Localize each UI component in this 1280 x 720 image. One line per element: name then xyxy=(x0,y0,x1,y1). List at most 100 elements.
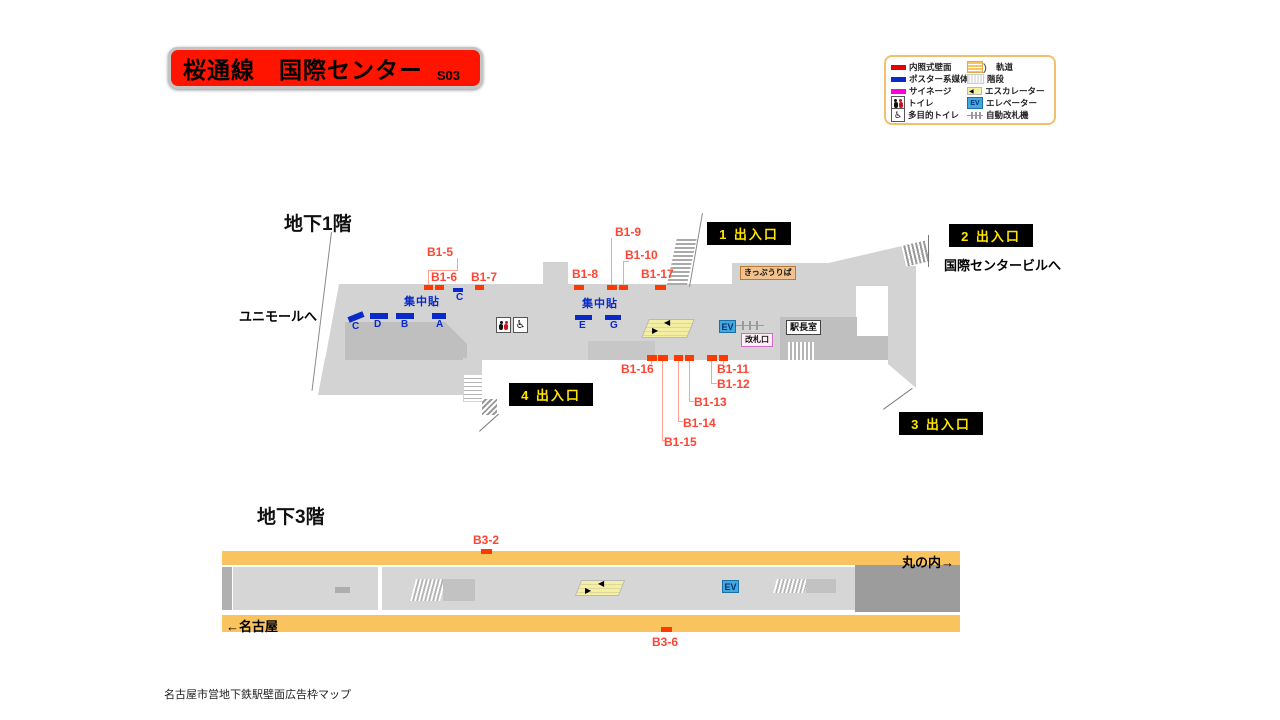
toilet-woman-icon xyxy=(504,320,508,330)
station-title: 桜通線 国際センター xyxy=(183,57,423,83)
leader-line-b1-5 xyxy=(457,258,458,270)
b3-escalator-up-arrow-icon: ◀ xyxy=(598,579,605,588)
accessible-legend-icon: ♿ xyxy=(891,108,905,122)
ad-spot-b1-7 xyxy=(475,285,484,290)
poster-spot-a-0 xyxy=(432,313,446,319)
b3-elevator-icon: EV xyxy=(722,580,739,593)
ad-spot-b1-6 xyxy=(435,285,444,290)
ad-spot-b1-5 xyxy=(424,285,433,290)
map-caption: 名古屋市営地下鉄駅壁面広告枠マップ xyxy=(164,689,351,701)
legend-item-escalator: ◀エスカレーター xyxy=(967,85,1045,97)
escalator-legend-icon: ◀ xyxy=(967,87,982,95)
b1-exit4-lower-stair xyxy=(482,399,497,415)
facility-label-ticket-office: きっぷうりば xyxy=(740,266,796,280)
poster-spot-label-e-1: E xyxy=(579,320,586,331)
poster-spot-g-1 xyxy=(605,315,621,320)
ad-spot-b1-16 xyxy=(647,355,657,361)
b3-tunnel-block xyxy=(855,565,960,612)
magenta-legend-icon xyxy=(891,88,906,94)
facility-label-gate-label: 改札口 xyxy=(741,333,773,347)
ad-spot-label-b1-16: B1-16 xyxy=(621,362,654,376)
poster-spot-label-b-0: B xyxy=(401,319,409,330)
poster-spot-b-0 xyxy=(396,313,414,319)
leader-line-b1-14 xyxy=(678,421,683,422)
ad-spot-label-b1-12: B1-12 xyxy=(717,377,750,391)
ad-spot-b1-14 xyxy=(674,355,683,361)
legend-item-accessible: ♿多目的トイレ xyxy=(891,108,963,122)
ad-spot-b1-9 xyxy=(607,285,617,290)
leader-line-b1-10 xyxy=(623,261,624,285)
ad-spot-b1-17 xyxy=(655,285,666,290)
ad-spot-label-b1-9: B1-9 xyxy=(615,225,642,239)
ad-spot-label-b3-2: B3-2 xyxy=(473,533,500,547)
toilet-icon xyxy=(496,317,511,333)
direction-label-3: ←名古屋 xyxy=(226,619,279,634)
b1-exit2-end-wall xyxy=(928,235,929,267)
direction-label-1: 国際センタービルへ xyxy=(944,258,1062,273)
ad-spot-b1-12 xyxy=(707,355,717,361)
legend-label: ポスター系媒体 xyxy=(909,74,969,84)
legend-item-blue: ポスター系媒体 xyxy=(891,73,969,85)
ad-spot-label-b1-14: B1-14 xyxy=(683,416,716,430)
ticket-gates-icon xyxy=(736,321,764,331)
legend-item-toilet: トイレ xyxy=(891,96,963,110)
legend-label: トイレ xyxy=(908,98,934,108)
ad-spot-label-b1-15: B1-15 xyxy=(664,435,697,449)
b3-platform-sign xyxy=(335,587,350,593)
ad-spot-label-b1-17: B1-17 xyxy=(641,267,674,281)
accessible-toilet-icon: ♿ xyxy=(513,317,528,333)
ad-spot-b1-8 xyxy=(574,285,584,290)
poster-spot-label-a-0: A xyxy=(436,319,444,330)
exit-box-3: 3 出入口 xyxy=(899,412,983,435)
toilet-legend-icon xyxy=(891,96,905,110)
b1-exit4-stair-treads xyxy=(464,375,482,401)
legend-label: 自動改札機 xyxy=(986,110,1029,120)
leader-line-b1-14 xyxy=(678,361,679,422)
legend-label: エレベーター xyxy=(986,98,1038,108)
legend-label: 多目的トイレ xyxy=(908,110,960,120)
leader-line-b1-5 xyxy=(428,270,429,285)
b1-concourse-left-lobe xyxy=(318,358,482,395)
ad-spot-label-b1-13: B1-13 xyxy=(694,395,727,409)
legend-column-left: 内照式壁面ポスター系媒体サイネージトイレ♿多目的トイレ xyxy=(891,61,969,122)
b1-office-stairs xyxy=(788,342,814,360)
legend-label: 内照式壁面 xyxy=(909,62,952,72)
legend-label: 階段 xyxy=(987,74,1005,84)
b1-escalator-down-arrow-icon: ▶ xyxy=(652,326,659,335)
ad-spot-label-b1-11: B1-11 xyxy=(717,362,750,376)
leader-line-b1-13 xyxy=(689,401,694,402)
poster-spot-e-1 xyxy=(575,315,592,320)
b3-stairs1-ramp xyxy=(443,579,475,601)
toilet-man-icon xyxy=(499,320,503,330)
legend-label: 軌道 xyxy=(996,62,1014,72)
leader-line-b1-15 xyxy=(662,361,663,441)
station-title-plate: 桜通線 国際センター S03 xyxy=(168,47,483,89)
direction-label-2: 丸の内→ xyxy=(902,555,955,570)
ad-spot-label-b1-8: B1-8 xyxy=(572,267,599,281)
legend-item-red: 内照式壁面 xyxy=(891,61,963,73)
exit-box-2: 2 出入口 xyxy=(949,224,1033,247)
b3-stairs2-ramp xyxy=(806,579,836,593)
station-code: S03 xyxy=(436,68,460,83)
leader-line-b1-5 xyxy=(428,270,458,271)
b3-platform-left-stub xyxy=(222,567,232,610)
ad-spot-b1-11 xyxy=(719,355,728,361)
poster-spot-d-0 xyxy=(370,313,388,319)
exit-box-4: 4 出入口 xyxy=(509,383,593,406)
leader-line-b1-12 xyxy=(711,383,717,384)
poster-spot-label-g-1: G xyxy=(610,320,618,331)
gates-legend-icon xyxy=(967,111,983,120)
poster-spot-label-c-0: C xyxy=(352,321,360,332)
leader-line-b1-16 xyxy=(651,361,652,364)
facility-label-office: 駅長室 xyxy=(786,320,822,335)
cluster-title: 集中貼 xyxy=(582,298,618,310)
poster-spot-label-c-2: C xyxy=(456,292,464,303)
leader-line-b1-10 xyxy=(623,261,629,262)
b3-floor-heading: 地下3階 xyxy=(257,507,325,528)
legend-box: 内照式壁面ポスター系媒体サイネージトイレ♿多目的トイレ ）軌道階段◀エスカレータ… xyxy=(884,55,1056,125)
legend-item-magenta: サイネージ xyxy=(891,85,963,97)
legend-item-track: ）軌道 xyxy=(967,61,1045,75)
ad-spot-label-b3-6: B3-6 xyxy=(652,635,679,649)
